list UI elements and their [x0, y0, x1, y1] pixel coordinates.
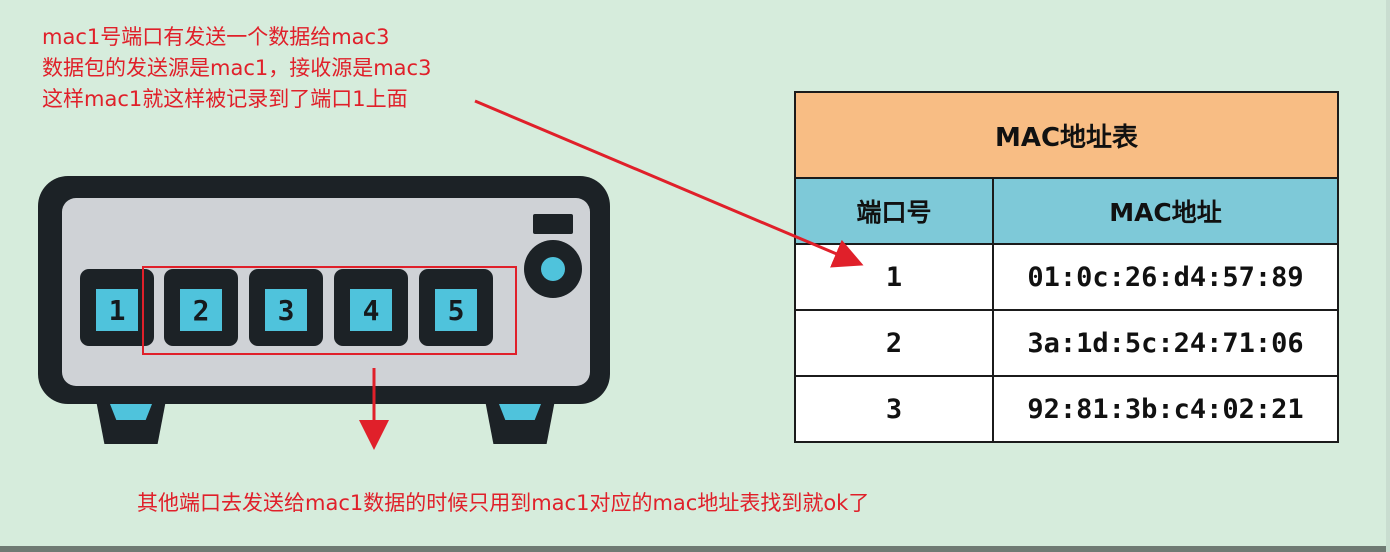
table-row: 3 92:81:3b:c4:02:21 — [794, 375, 1339, 443]
annotation-line-3: 这样mac1就这样被记录到了端口1上面 — [42, 87, 408, 111]
cell-port: 3 — [794, 375, 994, 443]
table-title: MAC地址表 — [794, 91, 1339, 179]
switch-port-1: 1 — [80, 269, 154, 346]
table-row: 2 3a:1d:5c:24:71:06 — [794, 309, 1339, 377]
header-mac-address: MAC地址 — [992, 177, 1339, 245]
switch-port-4: 4 — [334, 269, 408, 346]
mac-address-table: MAC地址表 端口号 MAC地址 1 01:0c:26:d4:57:89 2 3… — [794, 91, 1339, 443]
cell-port: 1 — [794, 243, 994, 311]
port-label: 5 — [435, 289, 477, 331]
cell-port: 2 — [794, 309, 994, 377]
bottom-annotation: 其他端口去发送给mac1数据的时候只用到mac1对应的mac地址表找到就ok了 — [137, 491, 870, 515]
port-label: 2 — [180, 289, 222, 331]
port-label: 3 — [265, 289, 307, 331]
switch-foot-left — [96, 400, 166, 444]
port-label: 4 — [350, 289, 392, 331]
cell-mac-address: 01:0c:26:d4:57:89 — [992, 243, 1339, 311]
ports-highlight-box — [142, 266, 517, 355]
bottom-border — [0, 546, 1390, 552]
annotation-line-1: mac1号端口有发送一个数据给mac3 — [42, 25, 390, 49]
top-annotation: mac1号端口有发送一个数据给mac3 数据包的发送源是mac1，接收源是mac… — [42, 22, 431, 115]
switch-power-knob-icon — [524, 240, 582, 298]
right-border — [1386, 0, 1390, 552]
table-row: 1 01:0c:26:d4:57:89 — [794, 243, 1339, 311]
arrow-to-port-1-row — [474, 99, 864, 268]
switch-port-3: 3 — [249, 269, 323, 346]
cell-mac-address: 92:81:3b:c4:02:21 — [992, 375, 1339, 443]
cell-mac-address: 3a:1d:5c:24:71:06 — [992, 309, 1339, 377]
annotation-line-2: 数据包的发送源是mac1，接收源是mac3 — [42, 56, 432, 80]
port-label: 1 — [96, 289, 138, 331]
switch-foot-right — [485, 400, 555, 444]
switch-led-icon — [533, 214, 573, 234]
switch-port-2: 2 — [164, 269, 238, 346]
switch-port-5: 5 — [419, 269, 493, 346]
header-port: 端口号 — [794, 177, 994, 245]
